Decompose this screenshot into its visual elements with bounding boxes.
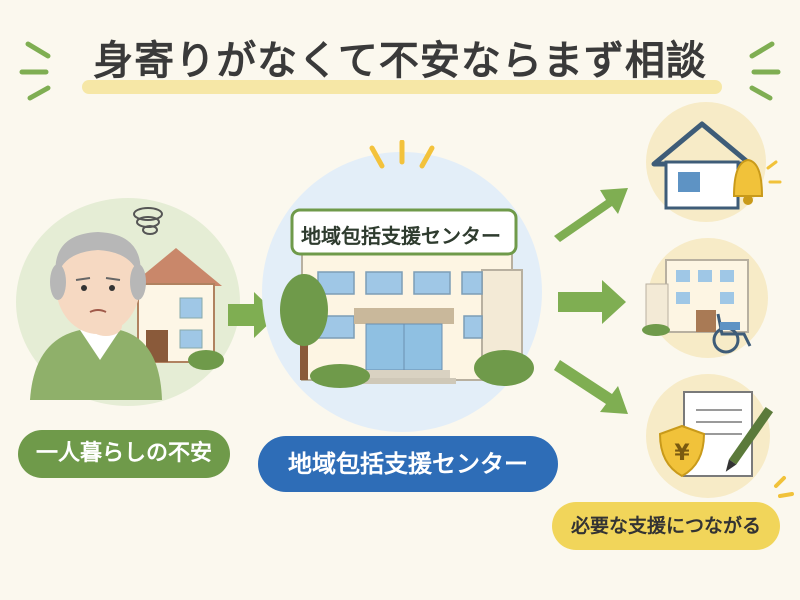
yen-shield-document-icon: ¥ (646, 374, 774, 498)
arrow-downright-icon (554, 360, 628, 414)
building-windows (317, 271, 483, 339)
sparkle-icon (774, 476, 794, 498)
support-icons-column: ¥ (642, 102, 794, 498)
page-title: 身寄りがなくて不安ならまず相談 (93, 38, 707, 84)
left-label: 一人暮らしの不安 (18, 430, 230, 478)
title-underline (82, 80, 722, 94)
worry-scribble-icon (133, 207, 163, 235)
arrow-upright-icon (554, 188, 628, 242)
highlight-burst-icon (369, 140, 435, 169)
center-label: 地域包括支援センター (258, 436, 558, 492)
house-icon (130, 248, 224, 370)
branch-arrows (554, 188, 628, 414)
care-facility-wheelchair-icon (642, 238, 768, 358)
center-sign-text: 地域包括支援センター (301, 224, 501, 248)
house-bell-icon (646, 102, 782, 222)
elderly-person-illustration (16, 198, 240, 406)
community-center-building (262, 140, 542, 432)
title-sparkle-left (19, 41, 51, 101)
svg-text:¥: ¥ (674, 441, 690, 466)
right-label: 必要な支援につながる (552, 502, 780, 550)
arrow-right-icon (558, 280, 626, 324)
title-sparkle-right (749, 41, 781, 101)
